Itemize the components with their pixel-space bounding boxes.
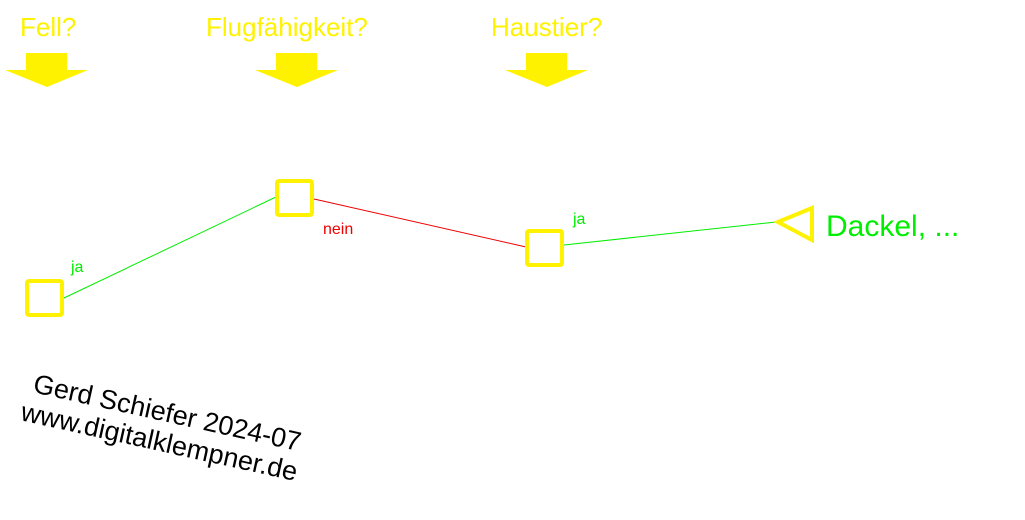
decision-node-haustier xyxy=(525,229,564,267)
edge-label-ja-2: ja xyxy=(572,211,586,228)
leaf-node-triangle-icon xyxy=(773,205,814,244)
leaf-label: Dackel, ... xyxy=(826,210,959,243)
edge-label-nein: nein xyxy=(323,221,353,238)
down-arrow-icon xyxy=(255,53,338,87)
question-label-flugfaehigkeit: Flugfähigkeit? xyxy=(206,12,368,42)
edge-label-ja-1: ja xyxy=(70,259,84,276)
edge-ja-1 xyxy=(63,196,277,299)
down-arrow-icon xyxy=(505,53,588,87)
edge-ja-2 xyxy=(563,221,777,246)
decision-node-flugfaehigkeit xyxy=(275,179,314,217)
decision-node-fell xyxy=(25,279,64,317)
credit-block: Gerd Schiefer 2024-07 www.digitalklempne… xyxy=(17,369,304,487)
question-label-fell: Fell? xyxy=(20,12,76,42)
down-arrow-icon xyxy=(5,53,88,87)
edge-nein xyxy=(313,198,527,248)
question-label-haustier: Haustier? xyxy=(491,12,602,42)
